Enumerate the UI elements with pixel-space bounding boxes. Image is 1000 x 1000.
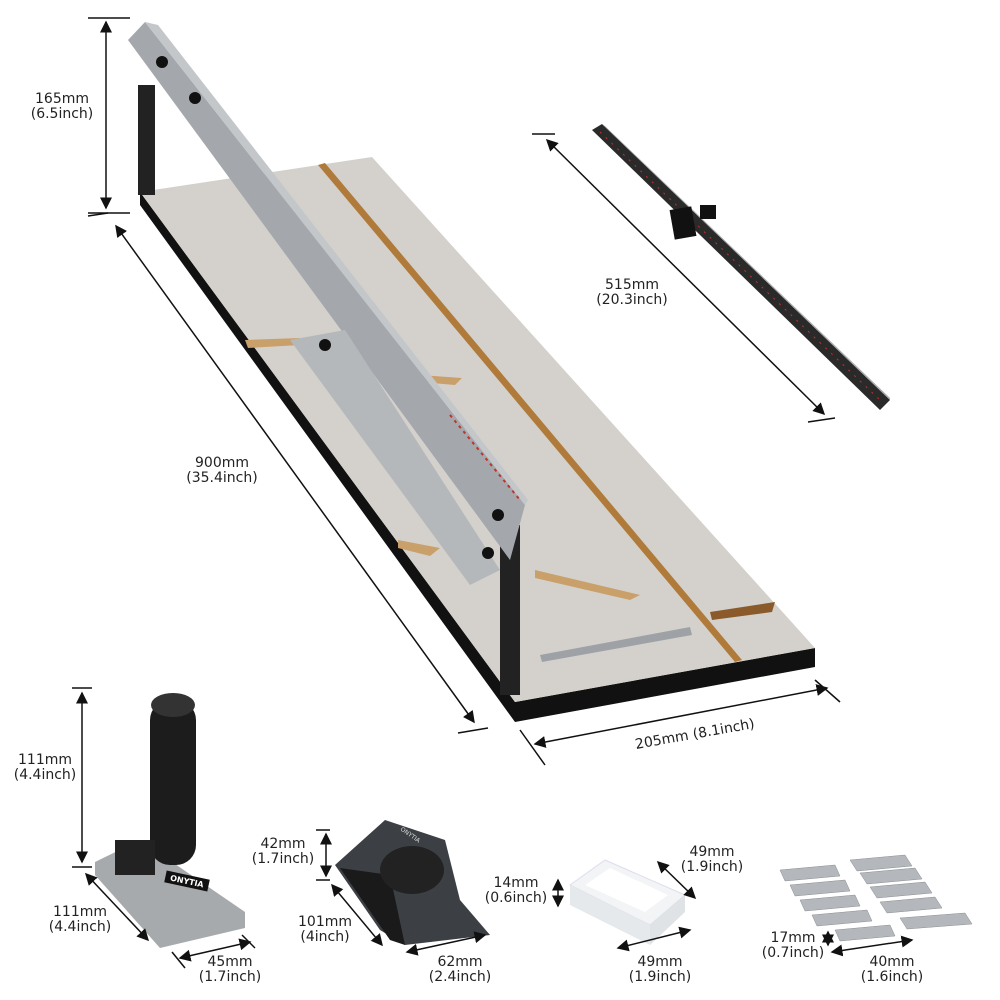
ruler-length-label: 515mm(20.3inch) — [596, 278, 667, 308]
mm-value: 49mm — [689, 844, 735, 860]
mm-value: 515mm — [605, 277, 659, 293]
mm-value: 49mm — [637, 954, 683, 970]
handle-height-label: 111mm(4.4inch) — [14, 753, 77, 783]
blade-width-label: 40mm(1.6inch) — [861, 955, 924, 985]
inch-value: (4.4inch) — [48, 919, 112, 935]
inch-value: (35.4inch) — [186, 470, 258, 486]
inch-value: (4.4inch) — [13, 767, 77, 783]
inch-value: (4inch) — [300, 929, 350, 945]
handle-length-label: 111mm(4.4inch) — [49, 905, 112, 935]
board-length-label: 900mm(35.4inch) — [186, 456, 257, 486]
inch-value: (6.5inch) — [30, 106, 94, 122]
inch-value: (1.9inch) — [628, 969, 692, 985]
bevel-cutter: ONYTIA — [335, 820, 490, 945]
handle-width-label: 45mm(1.7inch) — [199, 955, 262, 985]
spare-blades — [779, 854, 973, 942]
inch-value: (1.9inch) — [680, 859, 744, 875]
mm-value: 111mm — [53, 904, 107, 920]
inch-value: (0.6inch) — [484, 890, 548, 906]
inch-value: (20.3inch) — [596, 292, 668, 308]
mm-value: 17mm — [770, 930, 816, 946]
blade-height-label: 17mm(0.7inch) — [762, 931, 825, 961]
mm-value: 45mm — [207, 954, 253, 970]
mm-value: 42mm — [260, 836, 306, 852]
mm-value: 62mm — [437, 954, 483, 970]
box-depth-label: 49mm(1.9inch) — [681, 845, 744, 875]
box-width-label: 49mm(1.9inch) — [629, 955, 692, 985]
dimension-lines — [72, 17, 914, 969]
box-height-label: 14mm(0.6inch) — [485, 876, 548, 906]
inch-value: (2.4inch) — [428, 969, 492, 985]
inch-value: (1.6inch) — [860, 969, 924, 985]
mm-value: 14mm — [493, 875, 539, 891]
mm-value: 40mm — [869, 954, 915, 970]
handle-tool: ONYTIA — [95, 693, 245, 948]
bevel-height-label: 42mm(1.7inch) — [252, 837, 315, 867]
inch-value: (1.7inch) — [198, 969, 262, 985]
blade-box — [569, 859, 686, 945]
bevel-length-label: 101mm(4inch) — [298, 915, 352, 945]
mm-value: 165mm — [35, 91, 89, 107]
cutter-height-label: 165mm(6.5inch) — [31, 92, 94, 122]
mm-value: 111mm — [18, 752, 72, 768]
mm-value: 900mm — [195, 455, 249, 471]
mm-value: 101mm — [298, 914, 352, 930]
inch-value: (1.7inch) — [251, 851, 315, 867]
ruler — [592, 124, 890, 410]
inch-value: (0.7inch) — [761, 945, 825, 961]
bevel-width-label: 62mm(2.4inch) — [429, 955, 492, 985]
